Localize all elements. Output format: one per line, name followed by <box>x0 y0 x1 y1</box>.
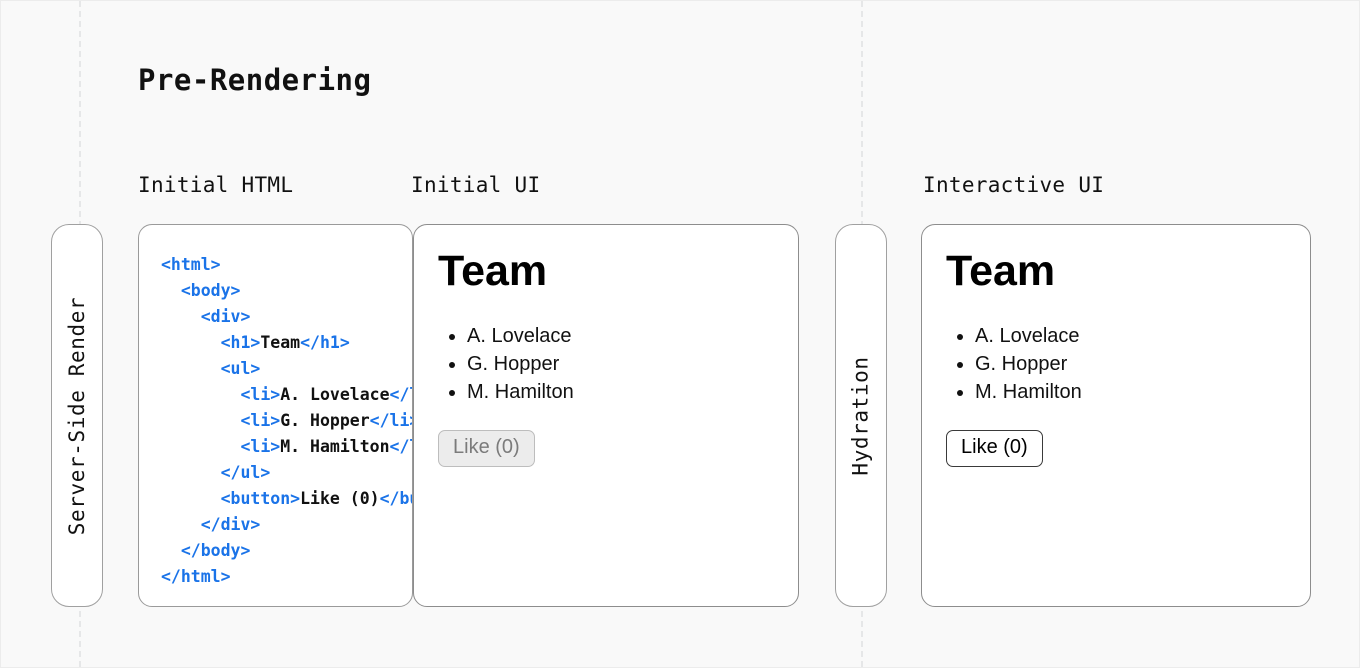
list-item: A. Lovelace <box>467 322 784 350</box>
code-tag: </h1> <box>300 333 350 352</box>
code-line: </body> <box>161 538 412 564</box>
code-tag: <body> <box>180 281 241 300</box>
code-tag: <h1> <box>220 333 261 352</box>
code-tag: <ul> <box>220 359 261 378</box>
code-line: </div> <box>161 512 412 538</box>
code-text: A. Lovelace <box>280 385 390 404</box>
phase-label-hydration: Hydration <box>849 355 874 476</box>
code-text: G. Hopper <box>280 411 370 430</box>
list-item: M. Hamilton <box>467 378 784 406</box>
code-block: <html> <body> <div> <h1>Team</h1> <ul> <… <box>161 252 412 590</box>
code-line: <button>Like (0)</button> <box>161 486 412 512</box>
page-title: Pre-Rendering <box>138 63 372 97</box>
code-line: <li>G. Hopper</li> <box>161 408 412 434</box>
code-line: <ul> <box>161 356 412 382</box>
list-item: M. Hamilton <box>975 378 1296 406</box>
code-tag: </li> <box>369 411 412 430</box>
code-line: <h1>Team</h1> <box>161 330 412 356</box>
code-tag: <html> <box>161 255 221 274</box>
code-card-initial-html: <html> <body> <div> <h1>Team</h1> <ul> <… <box>138 224 413 607</box>
code-line: </ul> <box>161 460 412 486</box>
code-tag: <li> <box>240 437 281 456</box>
code-line: <li>M. Hamilton</li> <box>161 434 412 460</box>
code-text: Like (0) <box>300 489 380 508</box>
like-button-interactive[interactable]: Like (0) <box>946 430 1043 468</box>
code-line: <html> <box>161 252 412 278</box>
code-tag: <div> <box>200 307 251 326</box>
ui-card-interactive: Team A. LovelaceG. HopperM. Hamilton Lik… <box>921 224 1311 607</box>
code-text: M. Hamilton <box>280 437 390 456</box>
ui-initial-member-list: A. LovelaceG. HopperM. Hamilton <box>438 322 784 406</box>
list-item: A. Lovelace <box>975 322 1296 350</box>
code-tag: <li> <box>240 411 281 430</box>
ui-interactive-heading: Team <box>946 247 1056 295</box>
list-item: G. Hopper <box>467 350 784 378</box>
list-item: G. Hopper <box>975 350 1296 378</box>
like-button-initial[interactable]: Like (0) <box>438 430 535 468</box>
ui-card-initial: Team A. LovelaceG. HopperM. Hamilton Lik… <box>413 224 799 607</box>
code-tag: </li> <box>389 385 412 404</box>
phase-label-server-side-render: Server-Side Render <box>65 296 90 535</box>
code-line: <li>A. Lovelace</li> <box>161 382 412 408</box>
code-tag: </body> <box>180 541 251 560</box>
column-caption-initial-ui: Initial UI <box>411 173 541 197</box>
phase-card-hydration: Hydration <box>835 224 887 607</box>
ui-interactive-member-list: A. LovelaceG. HopperM. Hamilton <box>946 322 1296 406</box>
code-text: Team <box>260 333 301 352</box>
code-tag: <li> <box>240 385 281 404</box>
code-tag: </div> <box>200 515 261 534</box>
code-line: </html> <box>161 564 412 590</box>
ui-interactive-content: Team A. LovelaceG. HopperM. Hamilton Lik… <box>946 247 1296 468</box>
column-caption-interactive-ui: Interactive UI <box>923 173 1105 197</box>
code-tag: </ul> <box>220 463 271 482</box>
ui-initial-content: Team A. LovelaceG. HopperM. Hamilton Lik… <box>438 247 784 468</box>
column-caption-initial-html: Initial HTML <box>138 173 294 197</box>
code-tag: </html> <box>161 567 231 586</box>
phase-card-server-side-render: Server-Side Render <box>51 224 103 607</box>
code-line: <div> <box>161 304 412 330</box>
code-tag: <button> <box>220 489 301 508</box>
code-line: <body> <box>161 278 412 304</box>
ui-initial-heading: Team <box>438 247 548 295</box>
code-tag: </button> <box>379 489 412 508</box>
code-tag: </li> <box>389 437 412 456</box>
